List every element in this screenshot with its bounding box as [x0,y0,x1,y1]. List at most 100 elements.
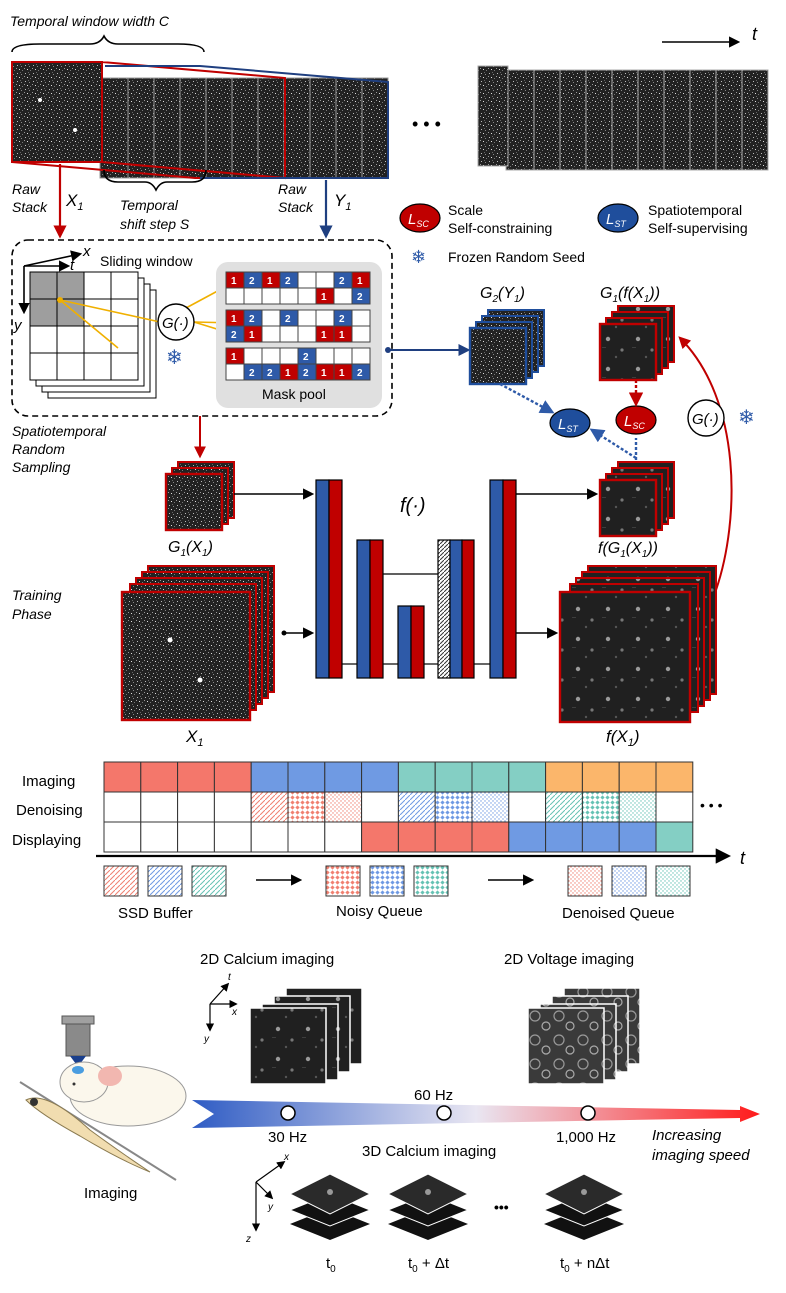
volume-tn [542,1173,626,1240]
unet [315,479,517,679]
pipeline-cell [250,821,289,853]
f-operator-label: f(·) [400,495,426,517]
denoised-queue-label: Denoised Queue [562,905,675,922]
sliding-window-label: Sliding window [100,253,193,269]
raw-stack-section: Temporal window width C t • • • [10,13,769,239]
microscope-icon [61,1015,95,1064]
y1-symbol: Y1 [334,191,351,213]
mask-cell-label: 1 [285,368,291,379]
marker-60hz [436,1105,452,1121]
mask-cell [261,287,281,305]
mask-cell-label: 1 [321,330,327,341]
mask-cell-label: 1 [231,352,237,363]
ax-2d-t: t [228,972,232,983]
mask-cell-label: 2 [339,314,345,325]
mask-cell [351,325,371,343]
t1-label: t0 + Δt [408,1255,450,1275]
voltage-2d-stack [527,987,641,1085]
pipeline-cell [103,791,142,823]
pipeline-ellipsis: • • • [700,797,723,813]
t2-label: t0 + nΔt [560,1255,610,1275]
x1-label: X1 [185,727,203,749]
time-axis-label: t [752,24,758,44]
lst-node [549,408,591,438]
lst-node-label: LST [558,416,579,434]
raw-frames-left [11,61,389,179]
calcium-2d-stack [249,987,363,1085]
legend: LSC Scale Self-constraining LST Spatiote… [399,202,748,267]
ax-3d-z: z [245,1234,251,1245]
ax-3d-y: y [267,1202,274,1213]
pipeline-cell [397,761,436,793]
y1-raw-label-1: Raw [278,181,307,197]
ax-2d-y: y [203,1034,210,1045]
pipeline-cell [361,761,399,793]
fg1x1-cube [598,461,675,538]
pipeline-cell [177,821,215,853]
pipeline-cell [581,761,620,793]
ssd-buffer-icons [103,865,227,897]
pipeline-cell [508,761,547,793]
noisy-queue-icons [325,865,449,897]
mask-cell [261,347,281,365]
pipeline-cell [508,791,547,823]
mask-cell [351,287,371,305]
pipeline-cell [655,821,694,853]
mask-cell [297,325,317,343]
pipeline-cell [140,791,179,823]
mask-cell-label: 1 [249,330,255,341]
denoised-queue-icons [567,865,691,897]
mask-cell [297,271,317,289]
pipeline-cell [397,821,436,853]
hz-60-label: 60 Hz [414,1087,453,1104]
pipeline-cell [471,761,510,793]
pipeline-cell [324,821,363,853]
pipeline-cell [177,761,215,793]
snowflake-icon: ❄ [738,407,755,429]
raw-frames-right [477,65,769,171]
ax-3d-x: x [283,1152,290,1163]
training-phase-label-2: Phase [12,606,52,622]
pipeline-cell [287,821,326,853]
sampling-axis-x: x [82,243,91,260]
snowflake-icon: ❄ [166,347,183,369]
pipeline-cell [581,791,620,823]
hz-30-label: 30 Hz [268,1129,307,1146]
volume-t1 [386,1173,470,1240]
mask-cell [279,287,299,305]
pipeline-cell [618,791,657,823]
pipeline-cell [655,791,694,823]
g-operator-label: G(·) [162,315,189,332]
frozen-seed-text: Frozen Random Seed [448,249,585,265]
mask-cell-label: 1 [321,368,327,379]
lsc-legend-text-2: Self-constraining [448,220,552,236]
mask-cell-label: 1 [267,276,273,287]
g1x1-cube [164,461,235,532]
mask-cell-label: 2 [285,276,291,287]
g1fx1-cube [598,305,675,382]
x1-symbol: X1 [65,191,83,213]
pipeline-cell [213,761,252,793]
mask-cell [351,363,371,381]
mask-cell-label: 2 [285,314,291,325]
mask-cell [351,347,371,365]
imaging-modes: 2D Calcium imaging 2D Voltage imaging t … [19,951,760,1275]
hz-1000-label: 1,000 Hz [556,1129,616,1146]
stack-ellipsis: • • • [412,114,441,134]
pipeline-cells [103,761,694,853]
pipeline-cell [581,821,620,853]
mask-cell [279,325,299,343]
pipeline-cell [250,791,289,823]
fg1x1-label: f(G1(X1)) [598,540,658,560]
mask-cell [225,363,245,381]
pipeline-cell [287,761,326,793]
row-label-imaging: Imaging [22,773,75,790]
mask-cell [351,309,371,327]
mask-cell-label: 2 [339,276,345,287]
pipeline-cell [140,761,179,793]
pipeline-cell [140,821,179,853]
sampling-axis-t: t [70,257,75,274]
lsc-legend-symbol: LSC [408,211,429,229]
x1-raw-label-1: Raw [12,181,41,197]
